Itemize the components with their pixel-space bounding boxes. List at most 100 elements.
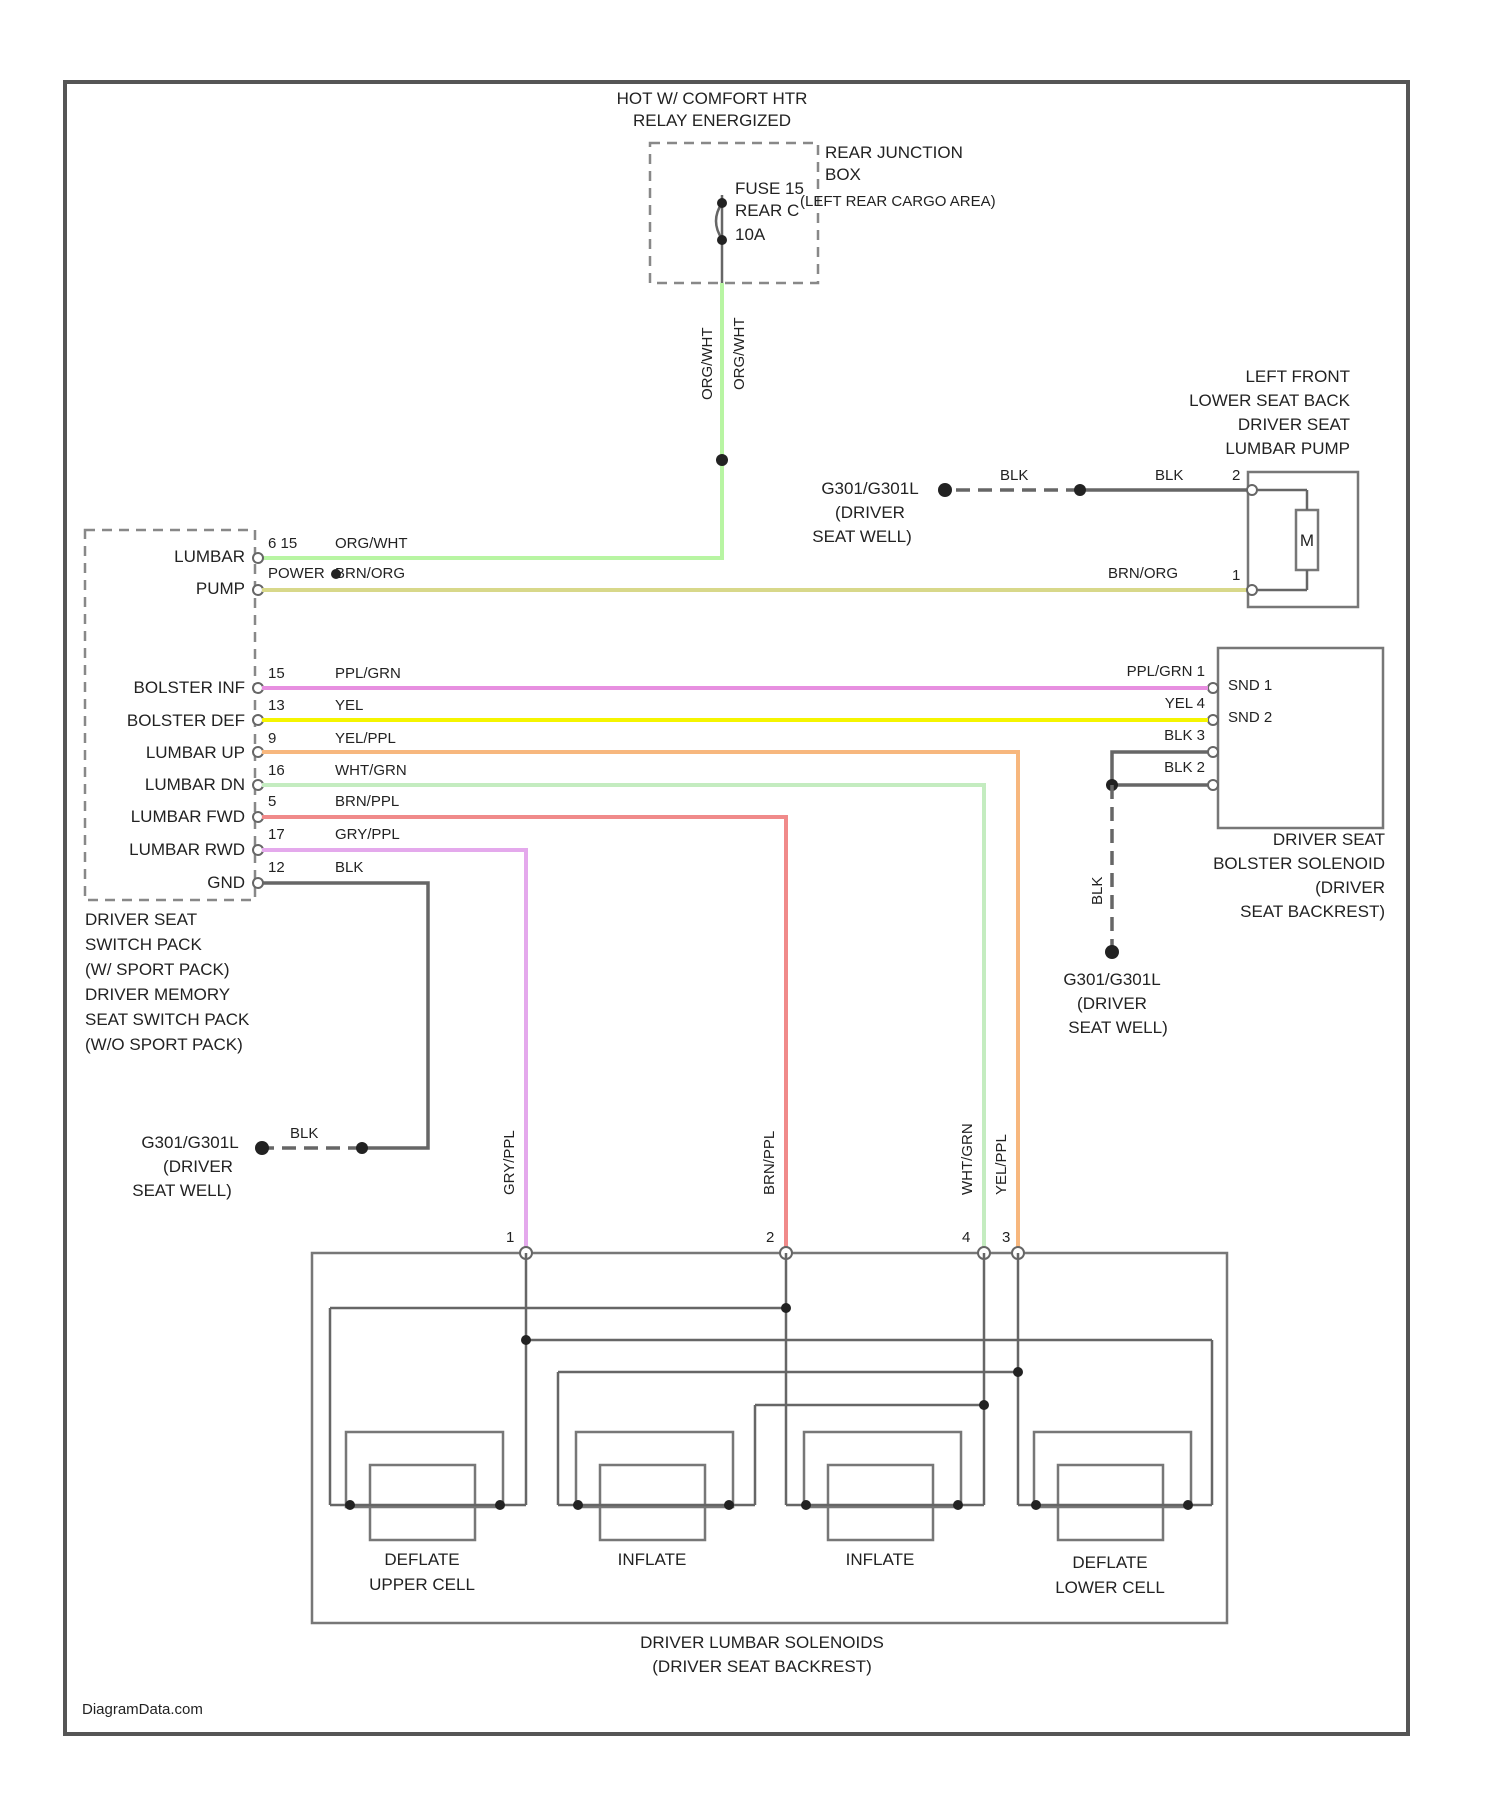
rjb-location: (LEFT REAR CARGO AREA) — [800, 193, 996, 210]
bolster-desc-3: (DRIVER — [1315, 878, 1385, 897]
fuse-dot-bottom — [717, 235, 727, 245]
switch-label-lumbar-up: LUMBAR UP — [146, 743, 245, 762]
cell-3-l1: INFLATE — [846, 1550, 915, 1569]
switch-label-gnd: GND — [207, 873, 245, 892]
switch-pin-lumbar: 6 15 — [268, 535, 297, 552]
switch-pin-bolster-def: 13 — [268, 697, 285, 714]
pump-power-dot — [331, 569, 341, 579]
bolster-snd1: SND 1 — [1228, 677, 1272, 694]
pump-pin-1 — [1247, 585, 1257, 595]
ground-left-l3: SEAT WELL) — [132, 1181, 232, 1200]
switch-wire-bolster-inf: PPL/GRN — [335, 665, 401, 682]
switch-pin-gnd: 12 — [268, 859, 285, 876]
riser-label-a: ORG/WHT — [699, 328, 716, 401]
pump-pin-1-label: 1 — [1232, 567, 1240, 584]
lumbar-pin-3: 3 — [1002, 1229, 1010, 1246]
switch-desc-2: SWITCH PACK — [85, 935, 202, 954]
pump-desc-2: LOWER SEAT BACK — [1189, 391, 1351, 410]
switch-pin-bolster-inf: 15 — [268, 665, 285, 682]
pump-blk-a: BLK — [1000, 467, 1028, 484]
pump-ground-point — [938, 483, 952, 497]
bolster-ground-point — [1105, 945, 1119, 959]
vlabel-gry-ppl: GRY/PPL — [501, 1130, 518, 1195]
switch-pin-lumbar-up: 9 — [268, 730, 276, 747]
pump-wire-label: BRN/ORG — [1108, 565, 1178, 582]
rjb-fuse-sub: REAR C — [735, 201, 799, 220]
bolster-solenoid-box — [1218, 648, 1383, 828]
switch-ground-splice — [356, 1142, 368, 1154]
bolster-desc-2: BOLSTER SOLENOID — [1213, 854, 1385, 873]
rjb-fuse: FUSE 15 — [735, 179, 804, 198]
cell-4-l1: DEFLATE — [1072, 1553, 1147, 1572]
switch-desc-3: (W/ SPORT PACK) — [85, 960, 230, 979]
pump-ground-splice — [1074, 484, 1086, 496]
lumbar-cell-1 — [330, 1432, 526, 1540]
lumbar-pin-1: 1 — [506, 1229, 514, 1246]
vlabel-wht-grn: WHT/GRN — [959, 1123, 976, 1195]
switch-pin-pump: POWER — [268, 565, 325, 582]
switch-desc-6: (W/O SPORT PACK) — [85, 1035, 243, 1054]
bolster-w3: BLK 3 — [1164, 727, 1205, 744]
riser-splice-dot — [716, 454, 728, 466]
bolster-pin-4 — [1208, 715, 1218, 725]
ground-mid-l2: (DRIVER — [1077, 994, 1147, 1013]
switch-label-bolster-inf: BOLSTER INF — [134, 678, 245, 697]
pump-desc-1: LEFT FRONT — [1245, 367, 1350, 386]
switch-wire-bolster-def: YEL — [335, 697, 363, 714]
ground-mid-id: G301/G301L — [1063, 970, 1160, 989]
ground-left-id: G301/G301L — [141, 1133, 238, 1152]
pump-motor-label: M — [1300, 531, 1314, 550]
rjb-name: REAR JUNCTION — [825, 143, 963, 162]
rjb-box: BOX — [825, 165, 861, 184]
switch-label-lumbar: LUMBAR — [174, 547, 245, 566]
wire-blk-switch-ground — [262, 883, 428, 1148]
watermark: DiagramData.com — [82, 1701, 203, 1718]
bolster-ground-blk: BLK — [1089, 877, 1106, 905]
switch-pin-lumbar-rwd: 17 — [268, 826, 285, 843]
vlabel-yel-ppl: YEL/PPL — [993, 1134, 1010, 1195]
ground-mid-l3: SEAT WELL) — [1068, 1018, 1168, 1037]
switch-label-bolster-def: BOLSTER DEF — [127, 711, 245, 730]
relay-line1: HOT W/ COMFORT HTR — [617, 89, 808, 108]
ground-left-blk: BLK — [290, 1125, 318, 1142]
wire-wht-grn — [262, 785, 984, 1253]
bolster-w2: YEL 4 — [1165, 695, 1205, 712]
bolster-pin-1 — [1208, 683, 1218, 693]
cell-1-l1: DEFLATE — [384, 1550, 459, 1569]
switch-pin-lumbar-dn: 16 — [268, 762, 285, 779]
switch-wire-lumbar-fwd: BRN/PPL — [335, 793, 399, 810]
switch-label-lumbar-fwd: LUMBAR FWD — [131, 807, 245, 826]
switch-label-pump: PUMP — [196, 579, 245, 598]
bolster-desc-4: SEAT BACKREST) — [1240, 902, 1385, 921]
lumbar-pin-2: 2 — [766, 1229, 774, 1246]
bolster-snd2: SND 2 — [1228, 709, 1272, 726]
lumbar-cell-2 — [558, 1432, 755, 1540]
ground-top-l2: (DRIVER — [835, 503, 905, 522]
switch-wire-lumbar-rwd: GRY/PPL — [335, 826, 400, 843]
bolster-w1: PPL/GRN 1 — [1127, 663, 1205, 680]
ground-top-id: G301/G301L — [821, 479, 918, 498]
ground-top-l3: SEAT WELL) — [812, 527, 912, 546]
vlabel-brn-ppl: BRN/PPL — [761, 1131, 778, 1195]
switch-desc-1: DRIVER SEAT — [85, 910, 197, 929]
wire-org-wht-riser — [255, 283, 722, 558]
switch-wire-lumbar: ORG/WHT — [335, 535, 408, 552]
cell-2-l1: INFLATE — [618, 1550, 687, 1569]
lumbar-desc-2: (DRIVER SEAT BACKREST) — [652, 1657, 871, 1676]
lumbar-desc-1: DRIVER LUMBAR SOLENOIDS — [640, 1633, 884, 1652]
cell-1-l2: UPPER CELL — [369, 1575, 475, 1594]
switch-wire-lumbar-up: YEL/PPL — [335, 730, 396, 747]
rjb-fuse-amp: 10A — [735, 225, 766, 244]
switch-desc-5: SEAT SWITCH PACK — [85, 1010, 250, 1029]
relay-line2: RELAY ENERGIZED — [633, 111, 791, 130]
lumbar-cell-4 — [1018, 1432, 1212, 1540]
pump-desc-4: LUMBAR PUMP — [1225, 439, 1350, 458]
cell-4-l2: LOWER CELL — [1055, 1578, 1165, 1597]
bolster-pin-2 — [1208, 780, 1218, 790]
bolster-pin-3 — [1208, 747, 1218, 757]
switch-wire-pump: BRN/ORG — [335, 565, 405, 582]
pump-pin-2 — [1247, 485, 1257, 495]
switch-label-lumbar-dn: LUMBAR DN — [145, 775, 245, 794]
switch-label-lumbar-rwd: LUMBAR RWD — [129, 840, 245, 859]
